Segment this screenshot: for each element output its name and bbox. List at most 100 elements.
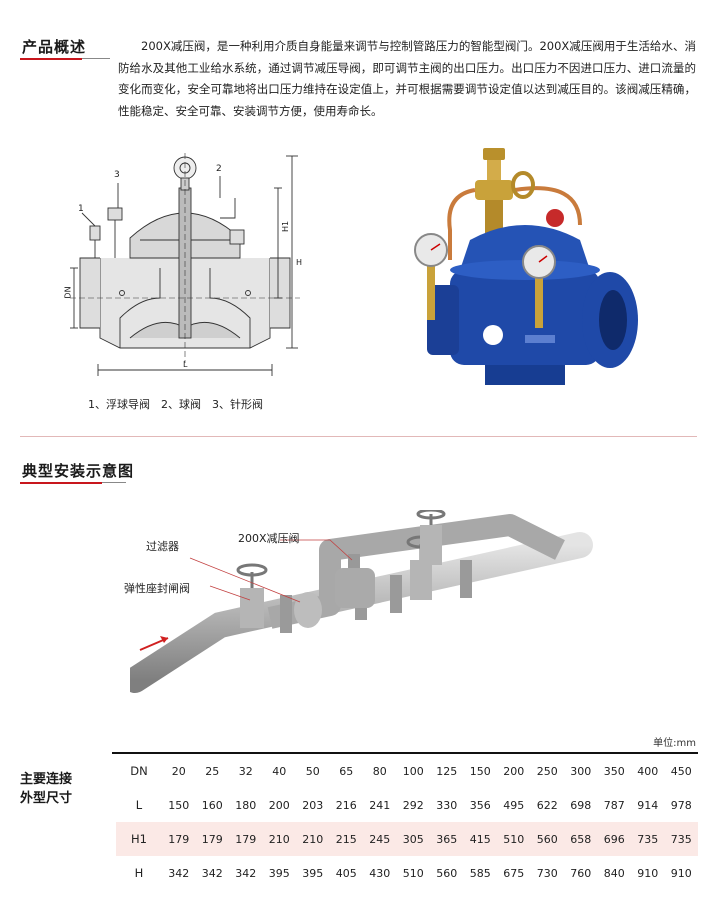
table-cell: 350 <box>603 764 625 778</box>
table-cell: 698 <box>570 798 592 812</box>
overview-title: 产品概述 <box>22 38 87 56</box>
dimensions-title-line2: 外型尺寸 <box>20 791 73 806</box>
label-filter: 过滤器 <box>146 540 179 553</box>
drawing-callout-3: 3 <box>114 170 120 180</box>
table-cell: 914 <box>637 798 659 812</box>
table-cell: 216 <box>335 798 357 812</box>
table-cell: 342 <box>201 866 223 880</box>
table-cell: 200 <box>503 764 525 778</box>
table-cell: 180 <box>235 798 257 812</box>
table-cell: 100 <box>402 764 424 778</box>
table-cell: 150 <box>168 798 190 812</box>
table-cell: 495 <box>503 798 525 812</box>
installation-diagram <box>130 510 593 693</box>
table-cell: 200 <box>268 798 290 812</box>
table-cell: 735 <box>631 822 665 856</box>
table-cell: 840 <box>603 866 625 880</box>
table-cell: 80 <box>372 764 387 778</box>
table-cell: 395 <box>302 866 324 880</box>
drawing-callout-1: 1 <box>78 204 84 214</box>
drawing-dim-h: H <box>296 258 303 267</box>
table-cell: 40 <box>272 764 287 778</box>
table-row: DN 20 25 32 40 50 65 80 100 125 150 200 250 300 350 400… <box>116 754 698 788</box>
drawing-dim-l: L <box>183 360 188 369</box>
table-cell: 415 <box>463 822 497 856</box>
table-cell: 215 <box>329 822 363 856</box>
dimensions-title: 主要连接 外型尺寸 <box>20 770 72 808</box>
drawing-caption: 1、浮球导阀 2、球阀 3、针形阀 <box>88 398 263 411</box>
table-cell: 342 <box>235 866 257 880</box>
overview-text: 200X减压阀，是一种利用介质自身能量来调节与控制管路压力的智能型阀门。200X… <box>118 39 696 118</box>
dimensions-table: DN 20 25 32 40 50 65 80 100 125 150 200 250 300 350 400… <box>116 754 698 890</box>
valve-section-drawing <box>70 153 300 376</box>
table-cell: 241 <box>369 798 391 812</box>
table-cell: 405 <box>335 866 357 880</box>
table-cell: 730 <box>536 866 558 880</box>
table-cell: 32 <box>238 764 253 778</box>
table-cell: 179 <box>195 822 229 856</box>
table-cell: 210 <box>296 822 330 856</box>
table-cell: 179 <box>229 822 263 856</box>
table-cell: 760 <box>570 866 592 880</box>
table-cell: 696 <box>597 822 631 856</box>
table-cell: 510 <box>497 822 531 856</box>
table-cell: 300 <box>570 764 592 778</box>
table-cell: 910 <box>637 866 659 880</box>
table-cell: 179 <box>162 822 196 856</box>
table-row: H 342 342 342 395 395 405 430 510 560 585 675 730 760… <box>116 856 698 890</box>
table-top-rule <box>112 752 698 754</box>
row-header: L <box>135 798 143 812</box>
table-cell: 203 <box>302 798 324 812</box>
drawing-dim-h1: H1 <box>281 220 291 233</box>
table-cell: 365 <box>430 822 464 856</box>
table-cell: 430 <box>369 866 391 880</box>
table-cell: 450 <box>670 764 692 778</box>
overview-title-underline <box>20 58 82 60</box>
table-cell: 658 <box>564 822 598 856</box>
table-cell: 585 <box>469 866 491 880</box>
table-cell: 787 <box>603 798 625 812</box>
table-cell: 978 <box>670 798 692 812</box>
table-row: L 150 160 180 200 203 216 241 292 330 356 495 622 698… <box>116 788 698 822</box>
table-cell: 150 <box>469 764 491 778</box>
table-cell: 735 <box>664 822 698 856</box>
dimensions-title-line1: 主要连接 <box>20 772 73 787</box>
table-cell: 160 <box>201 798 223 812</box>
table-cell: 675 <box>503 866 525 880</box>
label-gate-valve: 弹性座封闸阀 <box>124 582 190 595</box>
installation-title-underline <box>20 482 102 484</box>
label-reducing-valve: 200X减压阀 <box>238 532 300 545</box>
row-header: H1 <box>116 822 162 856</box>
table-cell: 330 <box>436 798 458 812</box>
row-header: DN <box>130 764 148 778</box>
table-cell: 305 <box>396 822 430 856</box>
table-cell: 50 <box>305 764 320 778</box>
section-divider <box>20 436 697 437</box>
table-cell: 210 <box>262 822 296 856</box>
table-cell: 342 <box>168 866 190 880</box>
row-header: H <box>134 866 144 880</box>
table-cell: 245 <box>363 822 397 856</box>
table-cell: 25 <box>205 764 220 778</box>
overview-title-rule <box>82 58 110 59</box>
drawing-callout-2: 2 <box>216 164 222 174</box>
table-cell: 510 <box>402 866 424 880</box>
table-cell: 622 <box>536 798 558 812</box>
table-cell: 356 <box>469 798 491 812</box>
table-cell: 20 <box>171 764 186 778</box>
table-cell: 400 <box>637 764 659 778</box>
table-cell: 250 <box>536 764 558 778</box>
table-cell: 125 <box>436 764 458 778</box>
table-cell: 910 <box>670 866 692 880</box>
installation-title: 典型安装示意图 <box>22 462 135 480</box>
table-cell: 560 <box>436 866 458 880</box>
table-cell: 560 <box>530 822 564 856</box>
installation-title-rule <box>102 482 126 483</box>
drawing-dim-dn: DN <box>63 286 73 299</box>
table-cell: 395 <box>268 866 290 880</box>
unit-label: 单位:mm <box>653 738 696 749</box>
table-cell: 292 <box>402 798 424 812</box>
table-cell: 65 <box>339 764 354 778</box>
valve-product-photo <box>414 148 638 385</box>
